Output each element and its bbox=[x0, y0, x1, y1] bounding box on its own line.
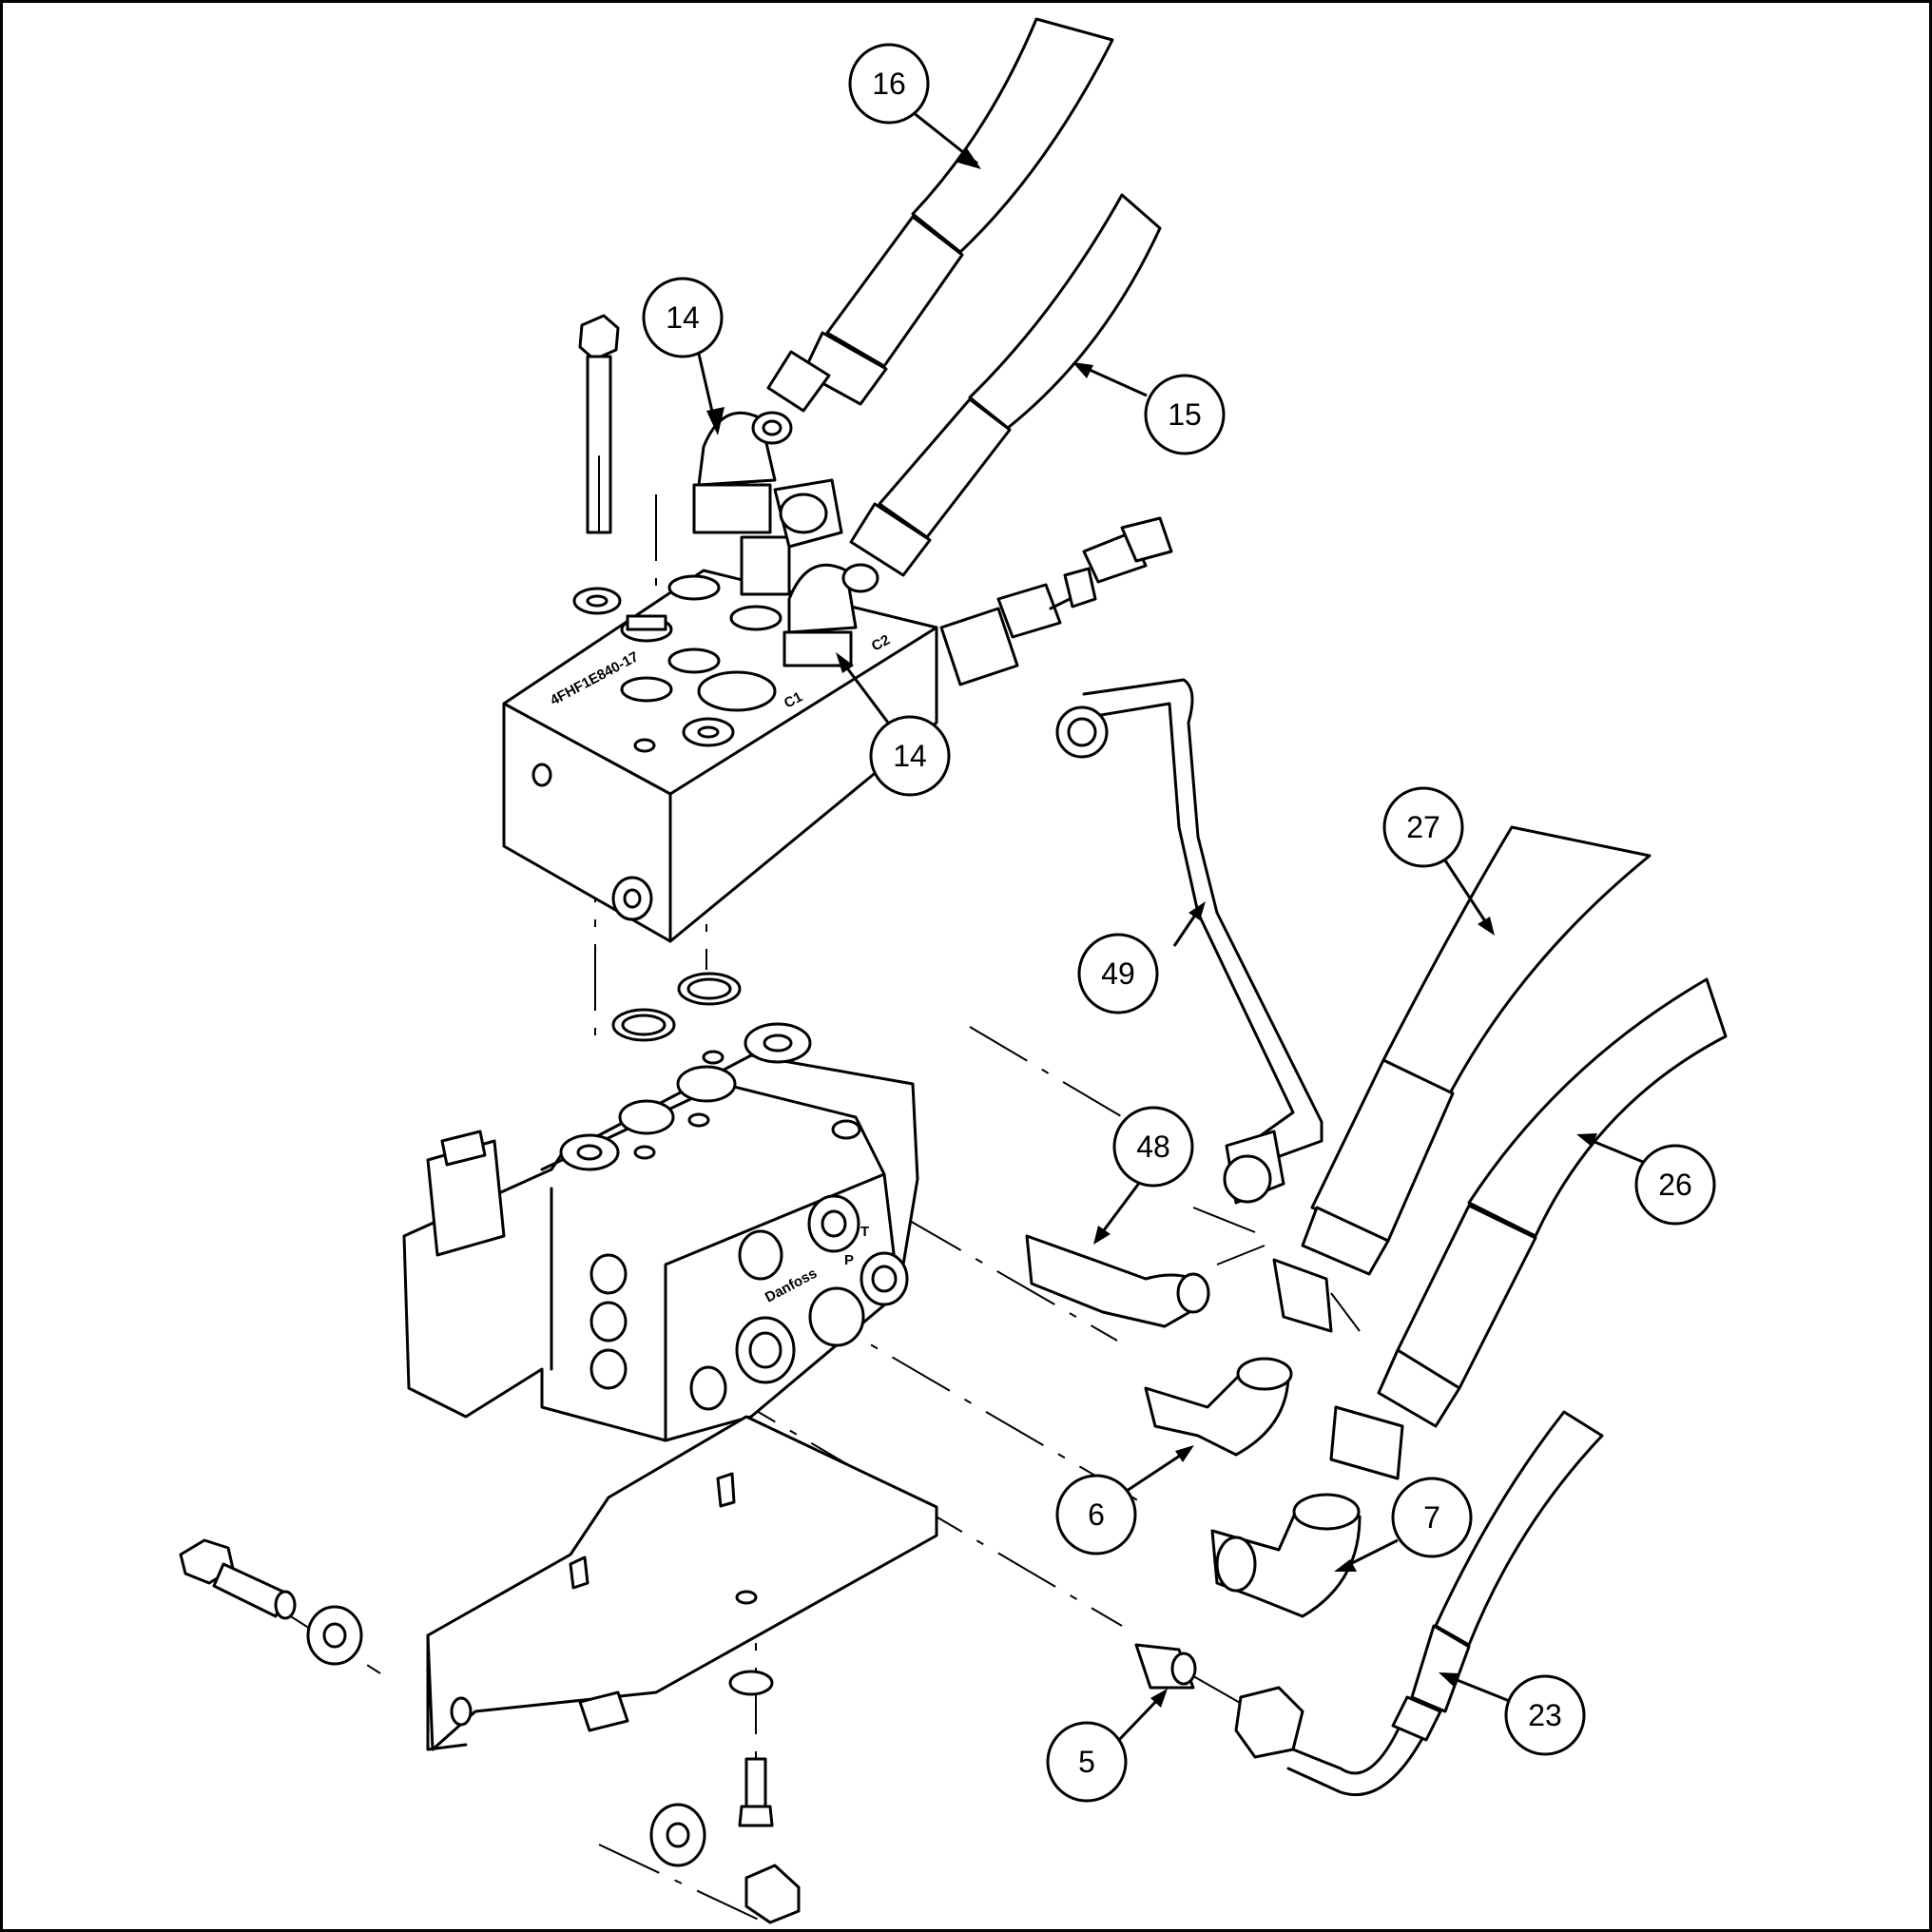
tube-49 bbox=[1055, 678, 1323, 1205]
callout-48: 48 bbox=[1112, 1106, 1194, 1188]
callout-14-lower: 14 bbox=[869, 715, 951, 797]
callout-6: 6 bbox=[1055, 1474, 1137, 1555]
callout-leaders bbox=[696, 110, 1644, 1744]
callout-15-label: 15 bbox=[1168, 397, 1202, 432]
pressure-sensor bbox=[773, 478, 1173, 686]
callout-7-label: 7 bbox=[1423, 1500, 1440, 1535]
callout-7: 7 bbox=[1391, 1477, 1473, 1558]
callout-14-lower-label: 14 bbox=[893, 739, 927, 773]
callout-16: 16 bbox=[848, 43, 930, 125]
callout-5: 5 bbox=[1046, 1721, 1128, 1803]
nut bbox=[744, 1864, 801, 1924]
bracket-bolt bbox=[179, 1538, 297, 1620]
callout-5-label: 5 bbox=[1078, 1745, 1095, 1779]
fitting-7 bbox=[1210, 1493, 1362, 1618]
callout-23: 23 bbox=[1504, 1674, 1586, 1756]
callout-16-label: 16 bbox=[872, 67, 906, 101]
hose-27 bbox=[1272, 825, 1652, 1333]
fitting-48 bbox=[1025, 1234, 1210, 1328]
hose-16 bbox=[766, 17, 1114, 413]
fitting-6 bbox=[1144, 1357, 1293, 1457]
callout-26: 26 bbox=[1634, 1144, 1716, 1226]
elbow-fitting-14-left bbox=[692, 411, 793, 596]
callout-49-label: 49 bbox=[1101, 956, 1135, 991]
elbow-fitting-14-right bbox=[782, 563, 879, 667]
long-bolt bbox=[578, 314, 620, 534]
hose-26 bbox=[1329, 977, 1728, 1480]
port-p-label: P bbox=[844, 1252, 854, 1268]
callout-14-upper-label: 14 bbox=[666, 300, 700, 335]
callout-14-upper: 14 bbox=[642, 277, 724, 358]
callout-23-label: 23 bbox=[1528, 1698, 1562, 1732]
callout-49: 49 bbox=[1077, 933, 1159, 1014]
directional-valve: Danfoss P T bbox=[402, 1022, 919, 1442]
fitting-5 bbox=[1134, 1643, 1197, 1690]
hose-15 bbox=[849, 193, 1162, 577]
callout-27: 27 bbox=[1382, 786, 1464, 868]
hose-23 bbox=[1234, 1410, 1604, 1797]
mounting-bracket bbox=[426, 1415, 938, 1751]
callout-26-label: 26 bbox=[1658, 1168, 1692, 1202]
callout-48-label: 48 bbox=[1136, 1130, 1170, 1164]
small-bolt bbox=[744, 1757, 767, 1813]
callout-6-label: 6 bbox=[1088, 1497, 1105, 1532]
port-t-label: T bbox=[860, 1224, 869, 1240]
callout-27-label: 27 bbox=[1406, 810, 1440, 844]
callout-15: 15 bbox=[1144, 374, 1226, 455]
